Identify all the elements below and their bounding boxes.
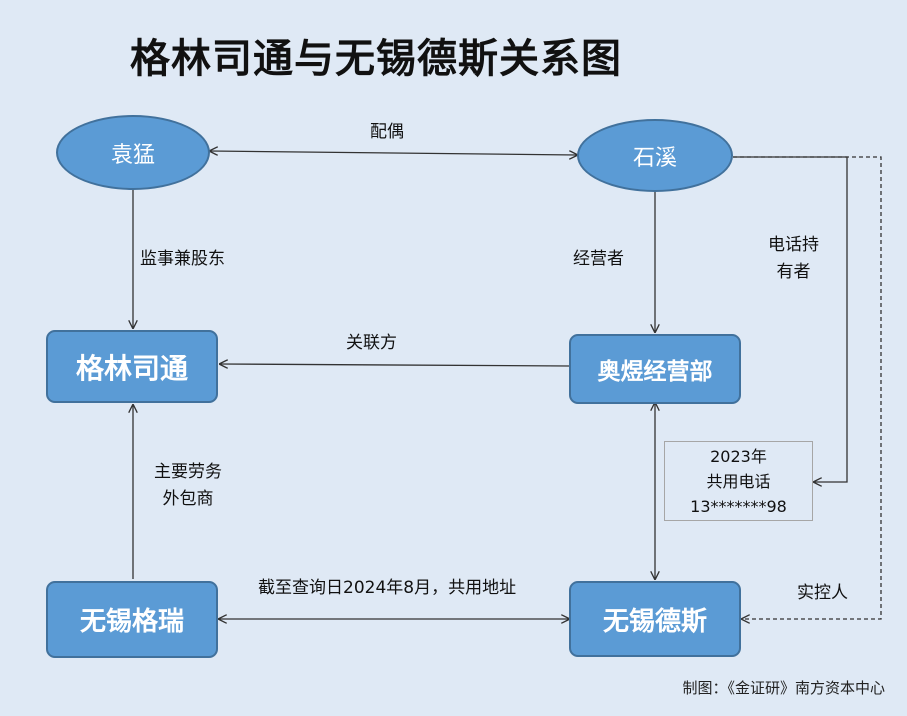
- node-yuanmeng: 袁猛: [56, 115, 210, 190]
- node-wuxi-gerui: 无锡格瑞: [46, 581, 218, 658]
- credit-line: 制图：《金证研》南方资本中心: [682, 679, 885, 697]
- controller-connector: [733, 156, 882, 619]
- node-aoyu: 奥煜经营部: [569, 334, 741, 404]
- node-wuxi-desi: 无锡德斯: [569, 581, 741, 657]
- shared-phone-label: 共用电话: [706, 471, 771, 491]
- label-supervisor-shareholder: 监事兼股东: [140, 249, 225, 269]
- related-party-connector: [220, 364, 570, 366]
- label-controller: 实控人: [797, 583, 848, 603]
- shared-phone-year: 2023年: [710, 446, 767, 466]
- label-outsourcing-line2: 外包商: [162, 489, 214, 509]
- shared-phone-box: 2023年 共用电话 13*******98: [664, 441, 813, 521]
- spouse-connector: [210, 151, 577, 155]
- label-shared-address: 截至查询日2024年8月，共用地址: [258, 578, 517, 598]
- node-shixi: 石溪: [577, 119, 733, 192]
- phone-holder-connector: [733, 156, 848, 482]
- label-phone-holder: 电话持 有者: [768, 232, 819, 286]
- diagram-title: 格林司通与无锡德斯关系图: [130, 36, 622, 82]
- label-phone-holder-line2: 有者: [776, 262, 811, 282]
- label-outsourcing-line1: 主要劳务: [154, 462, 222, 482]
- label-related-party: 关联方: [346, 333, 397, 353]
- label-phone-holder-line1: 电话持: [768, 235, 819, 255]
- label-outsourcing: 主要劳务 外包商: [154, 459, 222, 513]
- label-spouse: 配偶: [370, 122, 404, 142]
- node-gelin-sitong: 格林司通: [46, 330, 218, 403]
- label-operator: 经营者: [573, 249, 624, 269]
- shared-phone-number: 13*******98: [690, 496, 787, 516]
